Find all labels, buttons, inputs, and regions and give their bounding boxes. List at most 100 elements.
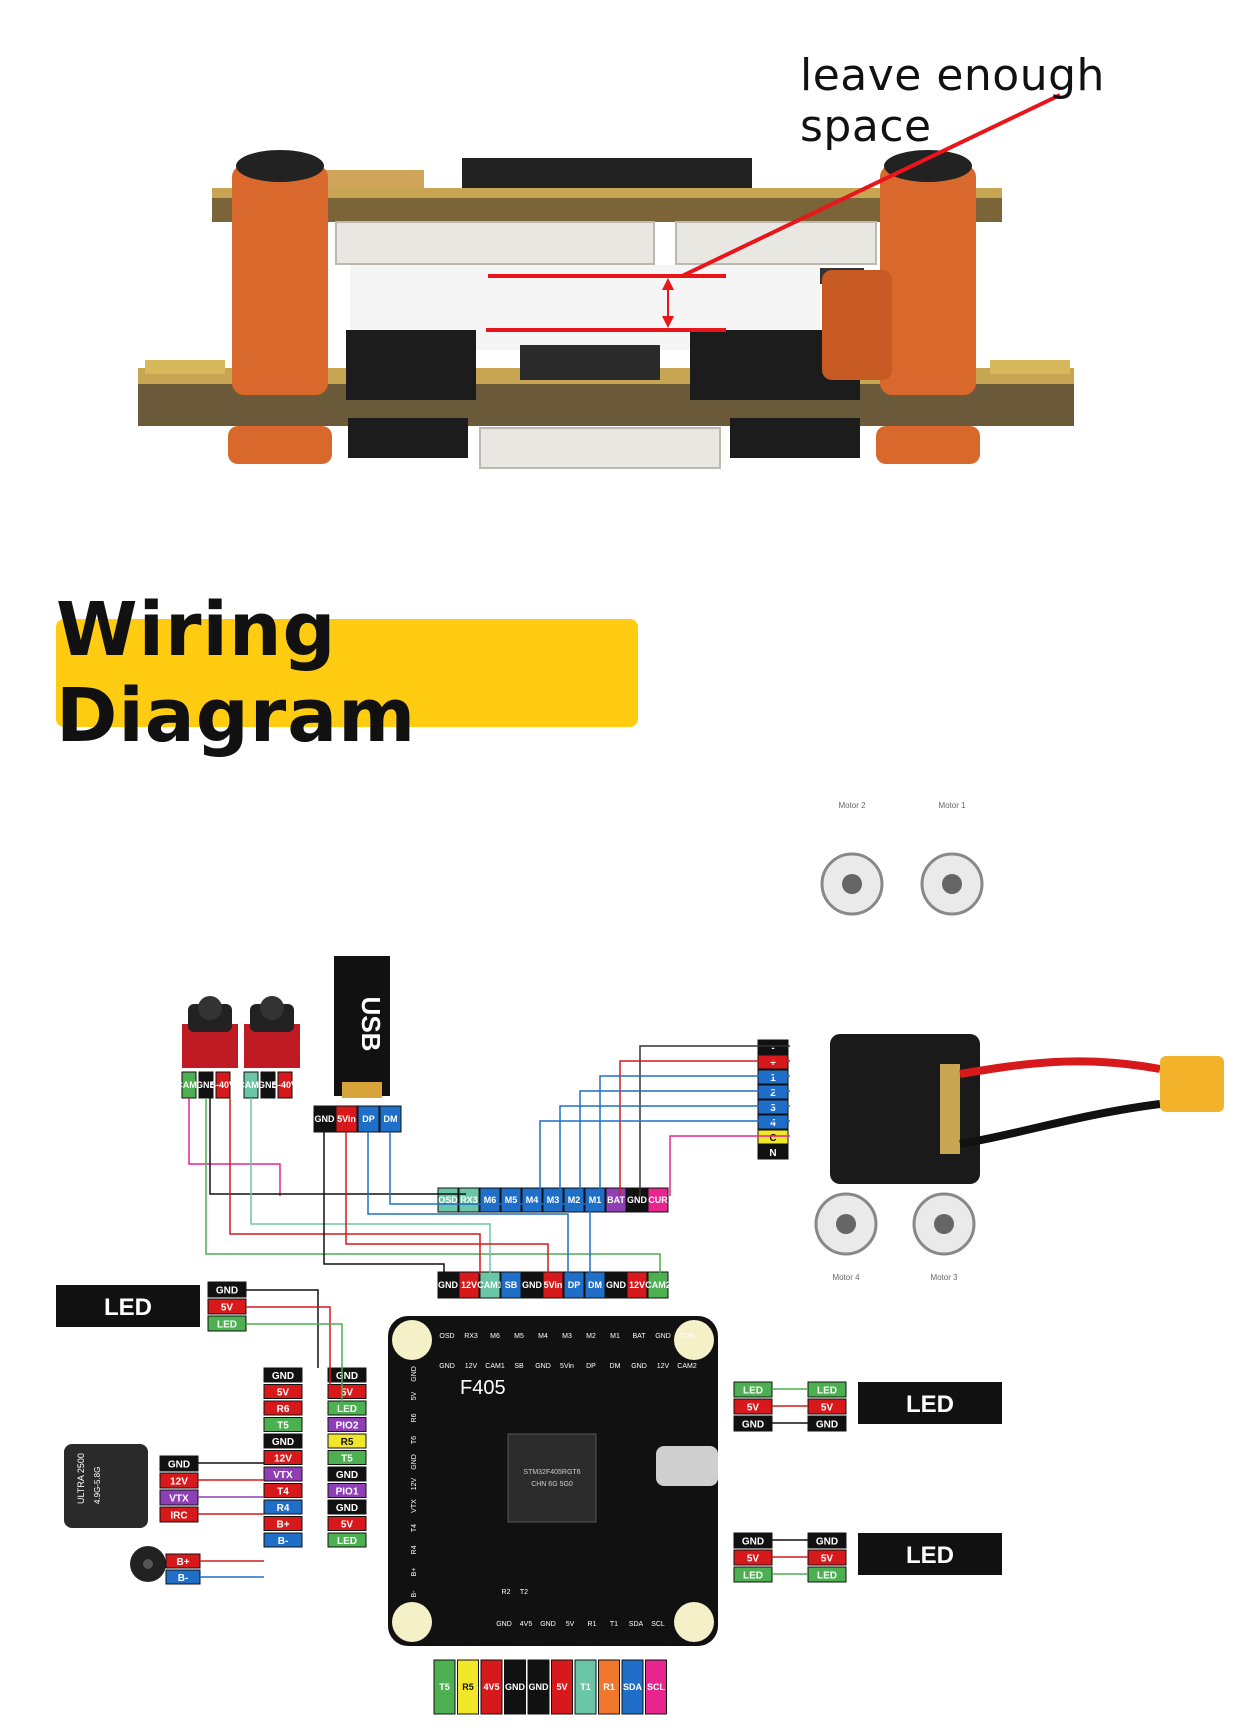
esc-header-pin: M3 <box>542 1187 564 1213</box>
esc-header-pin-box <box>563 1187 585 1213</box>
fc-top-pin-label: GND <box>522 1280 543 1290</box>
camera-pin-label: 5-40V <box>273 1080 297 1090</box>
buzzer-pin-label: B- <box>178 1573 189 1584</box>
fc-bottom-pin: GND <box>504 1659 526 1715</box>
fc-bottom-pin-box <box>598 1659 620 1715</box>
wire <box>619 1060 790 1196</box>
fc-bottom-pin-label: 4V5 <box>483 1682 499 1692</box>
fc-bottom-pin-label: 5V <box>556 1682 567 1692</box>
motor: Motor 3 <box>912 1192 976 1282</box>
left-col-b-pin-label: R5 <box>341 1437 354 1448</box>
esc-connector-pin-box <box>757 1084 789 1100</box>
led-strip-right-2-label: LED <box>906 1542 954 1569</box>
esc-connector-pin-label: - <box>771 1043 774 1054</box>
left-col-b-pin-box <box>327 1433 367 1449</box>
motor-label: Motor 3 <box>930 1273 958 1282</box>
led-left-pin: LED <box>207 1315 247 1332</box>
esc-connector-pin-box <box>757 1144 789 1160</box>
fc-pad-label: SB <box>514 1363 524 1370</box>
fc-top-pin-label: 5Vin <box>544 1280 563 1290</box>
left-col-b-pin-box <box>327 1417 367 1432</box>
left-col-b-pin: LED <box>327 1400 367 1416</box>
left-col-b-pin: GND <box>327 1466 367 1482</box>
led-right2-strip-pin: GND <box>807 1532 847 1549</box>
esc-header-pin-label: M5 <box>505 1195 518 1205</box>
led-strip-right-2 <box>858 1533 1002 1575</box>
esc-connector-pin: + <box>757 1054 789 1070</box>
esc-connector-pin-box <box>757 1114 789 1130</box>
left-col-a-pin-label: R4 <box>277 1503 290 1514</box>
fc-bottom-pin-box <box>551 1659 573 1715</box>
camera-pin-box <box>215 1071 231 1099</box>
vtx-pin: VTX <box>159 1489 199 1506</box>
fc-pad-label: T6 <box>411 1436 418 1444</box>
fc-top-pin: DM <box>584 1271 606 1299</box>
motor-hub <box>842 874 862 894</box>
usb-pin: GND <box>313 1105 336 1133</box>
esc-header-pin-label: BAT <box>607 1195 625 1205</box>
fc-pad-label: GND <box>540 1621 556 1628</box>
wire <box>229 1098 481 1274</box>
wire <box>669 1135 790 1196</box>
esc-header-pin-label: OSD <box>438 1195 458 1205</box>
fc-pad-label: CUR <box>679 1333 694 1340</box>
left-col-a-pin-box <box>263 1483 303 1498</box>
fc-pad-label: GND <box>631 1363 647 1370</box>
fc-pad-label: GND <box>411 1366 418 1382</box>
fc-name: F405 <box>460 1377 506 1399</box>
left-col-b-pin: GND <box>327 1367 367 1383</box>
fc-bottom-pin: GND <box>527 1659 550 1715</box>
wire <box>559 1105 790 1196</box>
led-right2-fc-pin: GND <box>733 1532 773 1549</box>
fc-pad-label: B+ <box>411 1568 418 1577</box>
esc-header-pin: M6 <box>479 1187 501 1213</box>
photo-caption: leave enough space <box>800 50 1105 152</box>
fc-pad-label: BAT <box>632 1333 646 1340</box>
led-left-pin-label: LED <box>217 1320 237 1331</box>
left-col-a-pin: B+ <box>263 1516 303 1531</box>
led-left-pin-label: 5V <box>221 1303 234 1314</box>
esc-header-pin-box <box>479 1187 501 1213</box>
fc-bottom-pin-box <box>645 1659 667 1715</box>
chip-line2: CHN 6G 5G0 <box>531 1481 573 1488</box>
esc-header-pin-box <box>542 1187 564 1213</box>
led-right2-strip-pin-label: GND <box>816 1537 838 1548</box>
left-col-a-pin-label: GND <box>272 1437 294 1448</box>
usb-stick <box>334 956 390 1096</box>
fc-top-pin-box <box>542 1271 564 1299</box>
left-col-b-pin-box <box>327 1466 367 1482</box>
mcu-chip <box>507 1433 597 1523</box>
left-col-a-pin: R4 <box>263 1499 303 1515</box>
fc-bottom-pin: 5V <box>551 1659 573 1715</box>
left-col-a-pin: B- <box>263 1532 303 1548</box>
wire <box>246 1323 343 1402</box>
left-col-a-pin-box <box>263 1367 303 1383</box>
led-left-pin-label: GND <box>216 1286 238 1297</box>
fc-bottom-pin-label: SCL <box>647 1682 666 1692</box>
chip-line1: STM32F405RGT6 <box>523 1469 580 1476</box>
fc-top-pin-label: GND <box>606 1280 627 1290</box>
left-col-b-pin-box <box>327 1384 367 1399</box>
fc-top-pin: CAM2 <box>645 1271 671 1299</box>
fc-top-pin-box <box>626 1271 648 1299</box>
usb-pin: DP <box>357 1105 380 1133</box>
fc-top-pin: GND <box>521 1271 543 1299</box>
left-col-a-pin-box <box>263 1499 303 1515</box>
esc-header-pin-label: CUR <box>648 1195 668 1205</box>
esc-connector-pin-label: 2 <box>770 1088 776 1099</box>
wire <box>639 1045 790 1196</box>
stack-photo <box>138 93 1074 469</box>
esc-header-pin-label: M1 <box>589 1195 602 1205</box>
usb-pin-label: GND <box>315 1114 336 1124</box>
esc-connector-pin: N <box>757 1144 789 1160</box>
left-col-a-pin-box <box>263 1384 303 1399</box>
fc-pad-label: R6 <box>411 1413 418 1422</box>
wire <box>323 1132 445 1274</box>
esc-header-pin-box <box>647 1187 669 1213</box>
fc-top-pin-label: GND <box>438 1280 459 1290</box>
standoff <box>880 165 976 395</box>
vtx-pin: GND <box>159 1455 199 1472</box>
esc-connector-pin-box <box>757 1039 789 1055</box>
fc-top-pin: DP <box>563 1271 585 1299</box>
